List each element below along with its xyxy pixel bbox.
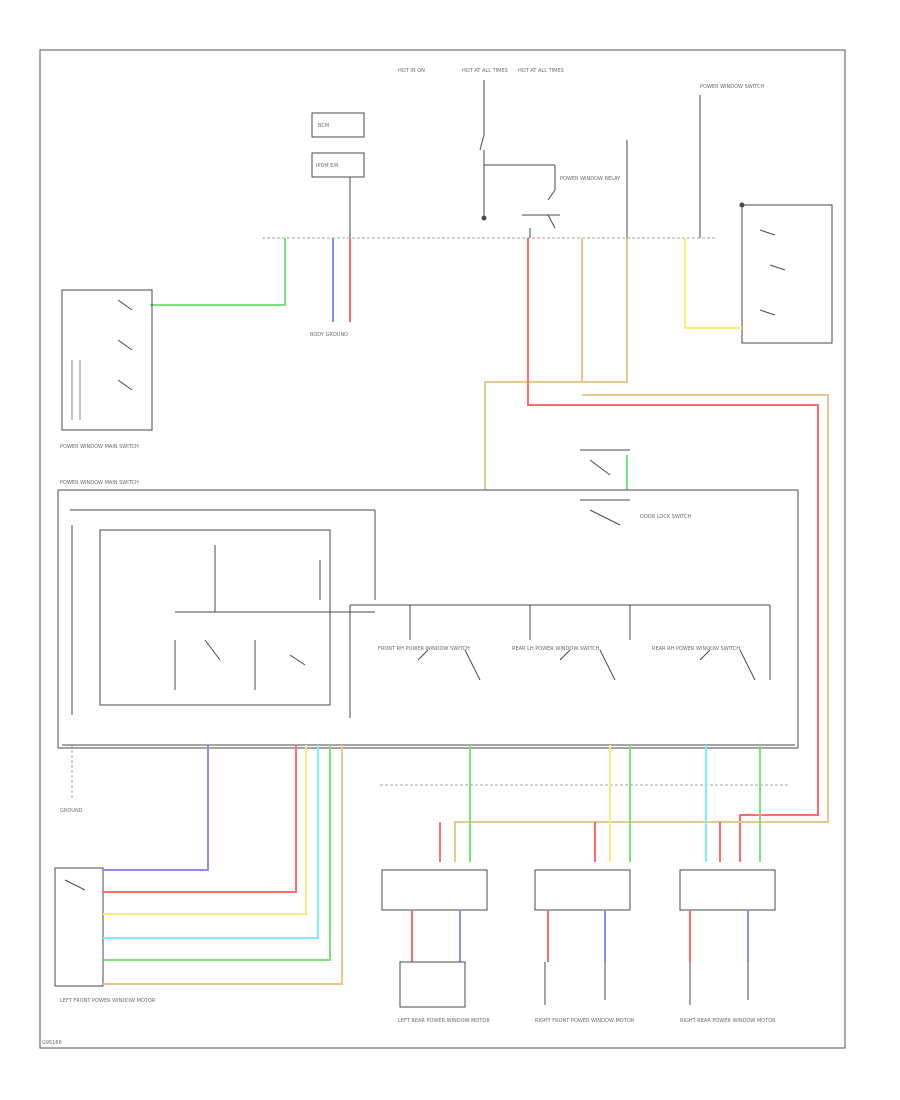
yellow-wire-right (684, 238, 742, 329)
tan-wire-main (454, 394, 829, 862)
motor-label-3: RIGHT REAR POWER WINDOW MOTOR (680, 1018, 776, 1024)
diagram-frame (39, 49, 846, 1049)
front-rh-switch (409, 605, 481, 681)
green-wire-motor (103, 745, 331, 961)
footer-code: G95166 (42, 1040, 62, 1046)
top-fuse-label-3: HOT AT ALL TIMES (518, 68, 564, 74)
left-switch-stack (61, 289, 153, 431)
switch-box-2 (534, 869, 631, 911)
yellow-wire-motor (103, 745, 307, 915)
right-top-label: POWER WINDOW SWITCH (700, 84, 764, 90)
top-fuse-label-1: HOT IN ON (398, 68, 425, 74)
rear-lh-switch (529, 605, 616, 681)
ipdm-box (311, 152, 365, 178)
tan-wire-1 (581, 238, 628, 383)
top-fuse-block (479, 80, 560, 238)
tan-wire-2 (484, 381, 582, 490)
right-top-switch (739, 202, 833, 344)
tan-wire-motor (103, 745, 343, 985)
red-wire-main (527, 238, 819, 862)
switch-box-3 (679, 869, 776, 911)
bcm-box (311, 112, 365, 138)
ground-bottom-left-label: GROUND (60, 808, 83, 814)
power-window-main-label: POWER WINDOW MAIN SWITCH (60, 480, 139, 486)
front-rh-switch-label: FRONT RH POWER WINDOW SWITCH (378, 646, 470, 652)
power-window-main-label-top: POWER WINDOW MAIN SWITCH (60, 444, 139, 450)
rear-rh-switch-label: REAR RH POWER WINDOW SWITCH (652, 646, 740, 652)
motor-label-2: RIGHT FRONT POWER WINDOW MOTOR (535, 1018, 635, 1024)
power-window-main-switch (57, 489, 799, 749)
rear-rh-switch (629, 605, 756, 681)
sub-module-box (99, 529, 331, 706)
switch-box-1 (381, 869, 488, 911)
motor-label-1: LEFT REAR POWER WINDOW MOTOR (398, 1018, 490, 1024)
sub-module-switches (174, 545, 375, 690)
motor-box-1 (399, 961, 466, 1008)
blue-wire-motor (103, 745, 209, 871)
bcm-label: BCM (318, 123, 329, 129)
left-front-motor (54, 867, 104, 987)
relay-box-label: POWER WINDOW RELAY (560, 176, 621, 182)
ground-label-left: BODY GROUND (310, 332, 348, 338)
door-lock-switch-group (580, 449, 630, 526)
green-wire-left (150, 238, 286, 306)
red-wire-motor (103, 745, 297, 893)
top-fuse-label-2: HOT AT ALL TIMES (462, 68, 508, 74)
door-lock-label: DOOR LOCK SWITCH (640, 514, 692, 520)
cyan-wire-motor (103, 745, 319, 939)
left-front-motor-label: LEFT FRONT POWER WINDOW MOTOR (60, 998, 156, 1004)
ipdm-label: IPDM E/R (316, 163, 339, 169)
rear-lh-switch-label: REAR LH POWER WINDOW SWITCH (512, 646, 600, 652)
